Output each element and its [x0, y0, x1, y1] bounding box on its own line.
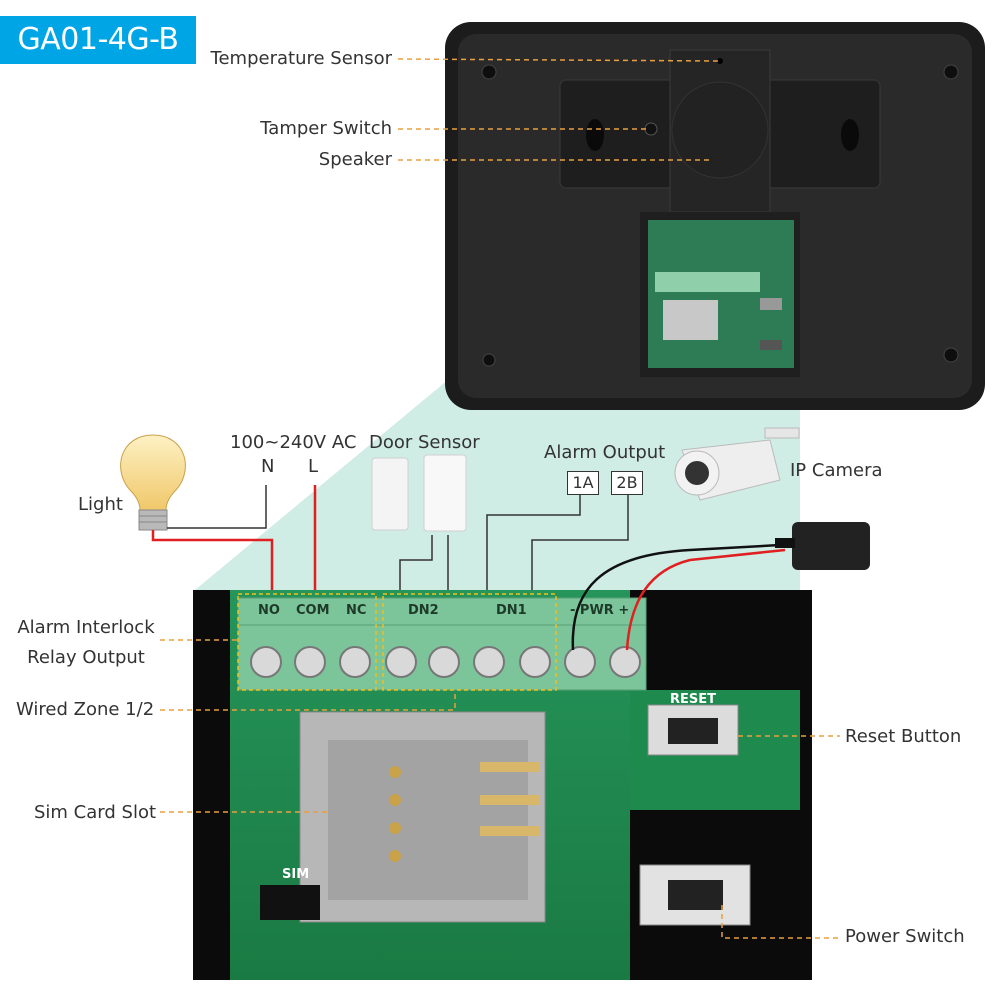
callout-light: Light	[78, 494, 123, 515]
reset-silkscreen: RESET	[670, 692, 717, 707]
output-2b-label: 2B	[611, 471, 643, 495]
callout-live: L	[308, 456, 319, 477]
callout-power-switch: Power Switch	[845, 926, 965, 947]
terminal-label-pwr: - PWR +	[570, 603, 630, 618]
zone-highlights	[237, 593, 557, 691]
callout-reset-button: Reset Button	[845, 726, 962, 747]
callout-ip-camera: IP Camera	[790, 460, 883, 481]
terminal-label-no: NO	[258, 603, 280, 618]
power-adapter-icon	[775, 522, 870, 570]
control-board	[193, 590, 812, 980]
callout-temperature-sensor: Temperature Sensor	[210, 48, 392, 69]
callout-lines	[160, 58, 840, 939]
callout-relay-output: Relay Output	[27, 647, 145, 668]
ip-camera-icon	[674, 427, 800, 501]
callout-alarm-interlock: Alarm Interlock	[17, 617, 155, 638]
terminal-label-nc: NC	[346, 603, 367, 618]
callout-ac-power: 100~240V AC	[230, 432, 357, 453]
callout-alarm-output: Alarm Output	[544, 442, 666, 463]
light-bulb-icon	[120, 434, 186, 531]
door-sensor-icon	[371, 454, 467, 532]
callout-wired-zone: Wired Zone 1/2	[16, 699, 155, 720]
terminal-label-dn2: DN2	[408, 603, 439, 618]
terminal-label-com: COM	[296, 603, 330, 618]
callout-speaker: Speaker	[318, 149, 392, 170]
callout-neutral: N	[261, 456, 275, 477]
model-badge: GA01-4G-B	[0, 16, 196, 64]
terminal-label-dn1: DN1	[496, 603, 527, 618]
wires	[151, 485, 786, 651]
output-1a-label: 1A	[567, 471, 599, 495]
callout-door-sensor: Door Sensor	[369, 432, 480, 453]
panel-back	[445, 22, 985, 410]
sim-silkscreen: SIM	[282, 867, 310, 882]
callout-tamper-switch: Tamper Switch	[260, 118, 392, 139]
callout-sim-card-slot: Sim Card Slot	[34, 802, 157, 823]
